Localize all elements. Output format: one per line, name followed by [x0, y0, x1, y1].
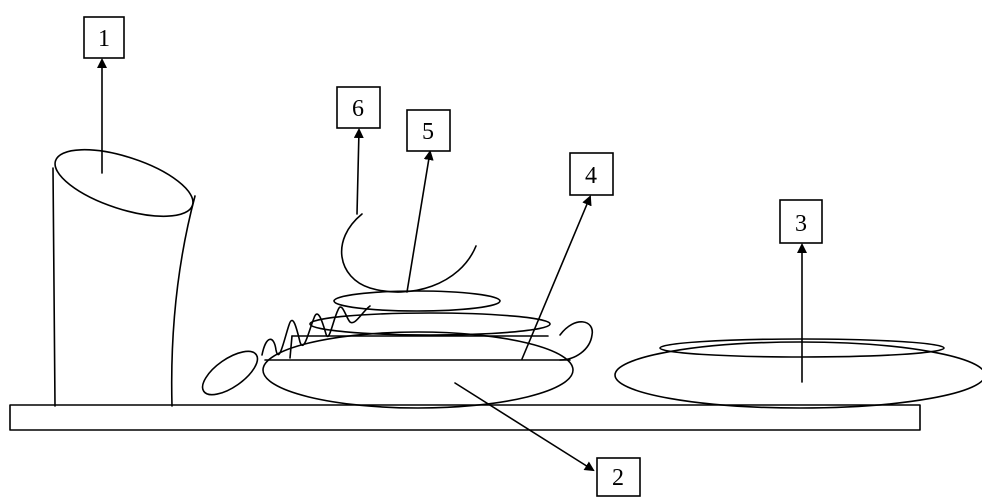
flat-plate	[289, 335, 549, 359]
label-box-4: 4	[569, 152, 614, 196]
coil-spring	[261, 305, 371, 356]
stacked-discs	[309, 290, 551, 336]
label-box-5: 5	[406, 109, 451, 152]
leader-arrow-5	[406, 150, 434, 293]
label-6: 6	[352, 96, 364, 122]
label-2: 2	[612, 465, 624, 491]
label-1: 1	[98, 26, 110, 52]
label-3: 3	[795, 211, 807, 237]
shallow-dish	[614, 338, 982, 409]
label-box-2: 2	[596, 457, 641, 497]
tall-cylinder	[52, 148, 196, 407]
leader-arrow-4	[521, 195, 592, 360]
hook-arc	[340, 213, 477, 293]
label-box-1: 1	[83, 16, 125, 59]
base-board	[9, 404, 921, 431]
label-box-6: 6	[336, 86, 381, 129]
large-dish	[201, 321, 593, 409]
leader-arrow-6	[353, 128, 364, 215]
label-box-3: 3	[779, 199, 823, 244]
label-5: 5	[422, 119, 434, 145]
label-4: 4	[585, 163, 597, 189]
leader-arrow-2	[454, 382, 595, 472]
